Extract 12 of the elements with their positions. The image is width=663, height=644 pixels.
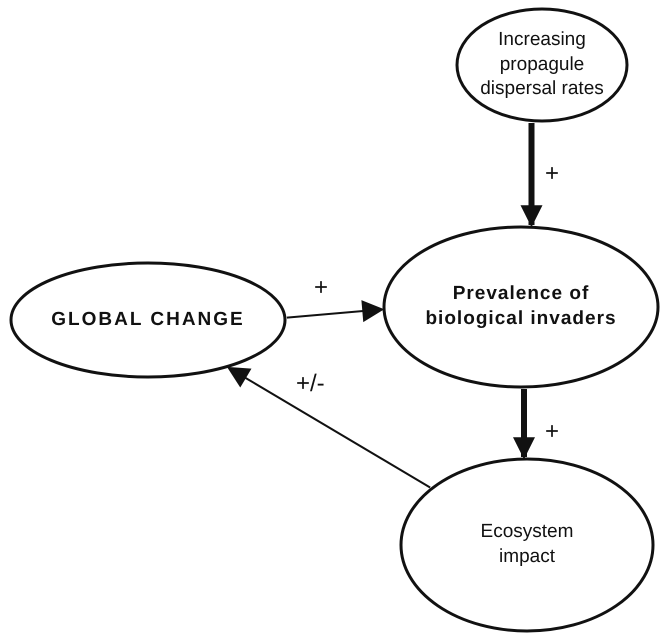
ellipse-node <box>399 457 655 633</box>
node-text: Ecosystem impact <box>480 520 574 569</box>
arrow <box>286 300 384 322</box>
ellipse-node <box>455 7 629 123</box>
ellipse-node <box>382 225 660 389</box>
ellipse-node <box>9 261 287 379</box>
arrow <box>513 389 535 460</box>
arrow <box>226 366 431 488</box>
node-text: GLOBAL CHANGE <box>50 308 246 332</box>
node-text: Increasing propagule dispersal rates <box>479 28 605 102</box>
arrow <box>520 122 542 228</box>
node-text: Prevalence of biological invaders <box>424 282 618 331</box>
